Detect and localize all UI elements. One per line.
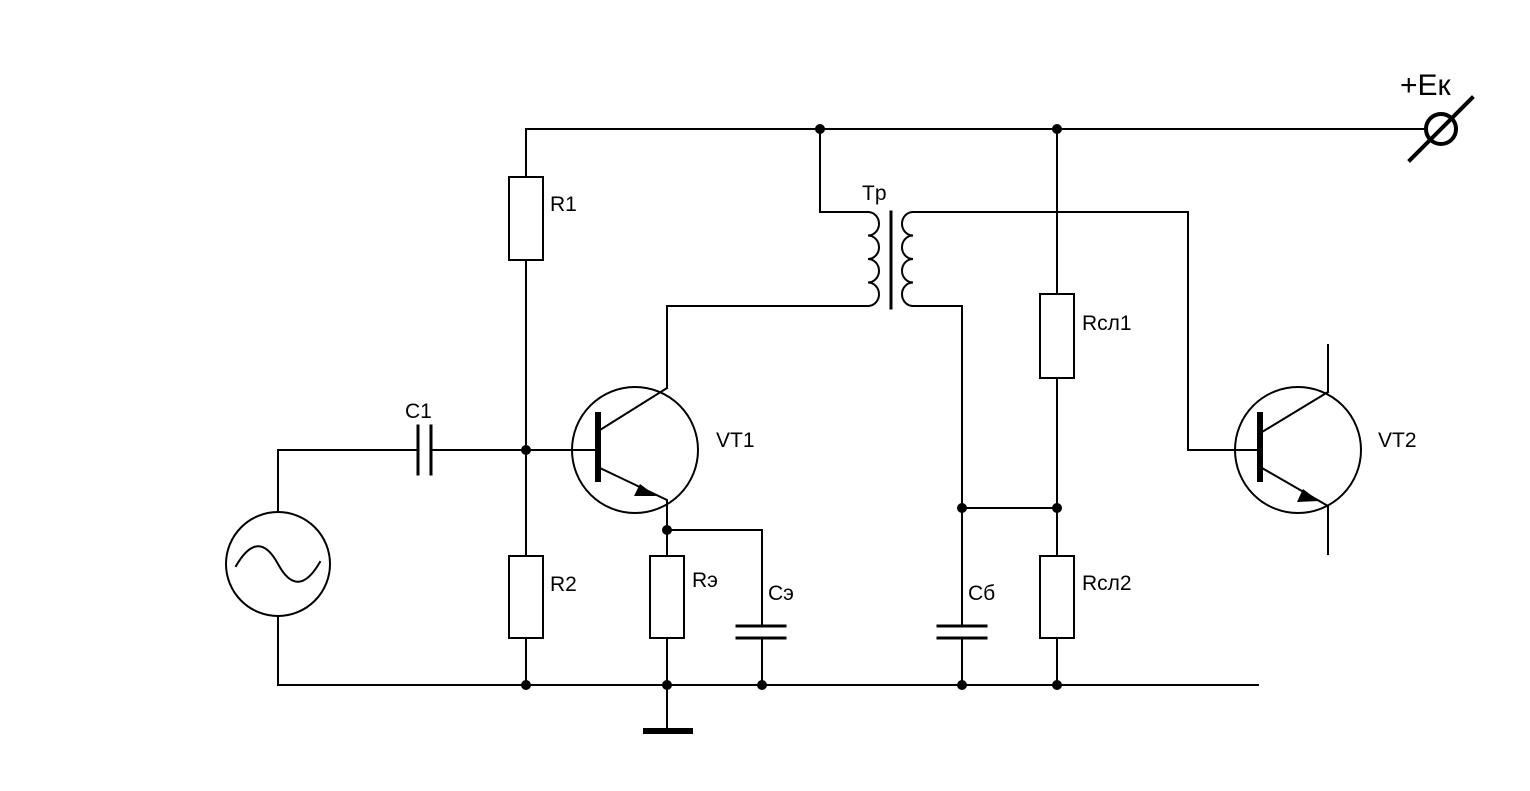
rsl1-label: Rсл1 [1082,312,1132,335]
resistor-r1 [508,176,544,261]
vt1-label: VT1 [716,429,755,452]
ce-top-wire [666,529,763,627]
vt2-label: VT2 [1378,429,1417,452]
resistor-rsl2 [1039,555,1075,639]
r2-label: R2 [550,573,577,596]
sine-wave-icon [234,545,322,583]
junction-dot [957,680,967,690]
resistor-rsl1 [1039,293,1075,379]
capacitor-c1 [416,424,433,476]
tr-secondary-winding [901,210,915,308]
junction-dot [521,680,531,690]
transformer-tr [866,210,915,310]
resistor-re [649,555,685,639]
junction-dot [662,525,672,535]
capacitor-ce [735,624,787,640]
transistor-vt2 [1187,386,1362,514]
vt1-emitter-arrow-icon [634,484,656,496]
tr-primary-top-wire [819,128,869,213]
vt1-emitter-lead [598,466,668,531]
capacitor-cb [936,624,988,640]
source-top-wire [277,449,419,513]
junction-dot [521,445,531,455]
junction-dot [1052,503,1062,513]
vt1-collector-wire [666,305,869,389]
supply-label: +Eк [1400,69,1452,102]
junction-dots [521,124,1062,690]
ce-label: Cэ [768,582,794,605]
junction-dot [1052,124,1062,134]
tr-primary-winding [866,210,880,308]
tr-secondary-bottom-wire [912,305,963,627]
tr-label: Tр [862,182,887,205]
vt2-emitter-arrow-icon [1297,489,1319,502]
junction-dot [757,680,767,690]
vt1-collector-lead [598,386,669,432]
resistor-r2 [508,555,544,639]
junction-dot [1052,680,1062,690]
supply-terminal [1407,95,1475,163]
r1-label: R1 [550,193,577,216]
junction-dot [815,124,825,134]
c1-label: C1 [405,400,432,423]
re-label: Rэ [692,569,718,592]
cb-label: Cб [968,582,995,605]
junction-dot [957,503,967,513]
transistor-vt1 [571,386,699,531]
junction-dot [662,680,672,690]
ac-source [225,511,331,617]
rsl2-label: Rсл2 [1082,572,1132,595]
